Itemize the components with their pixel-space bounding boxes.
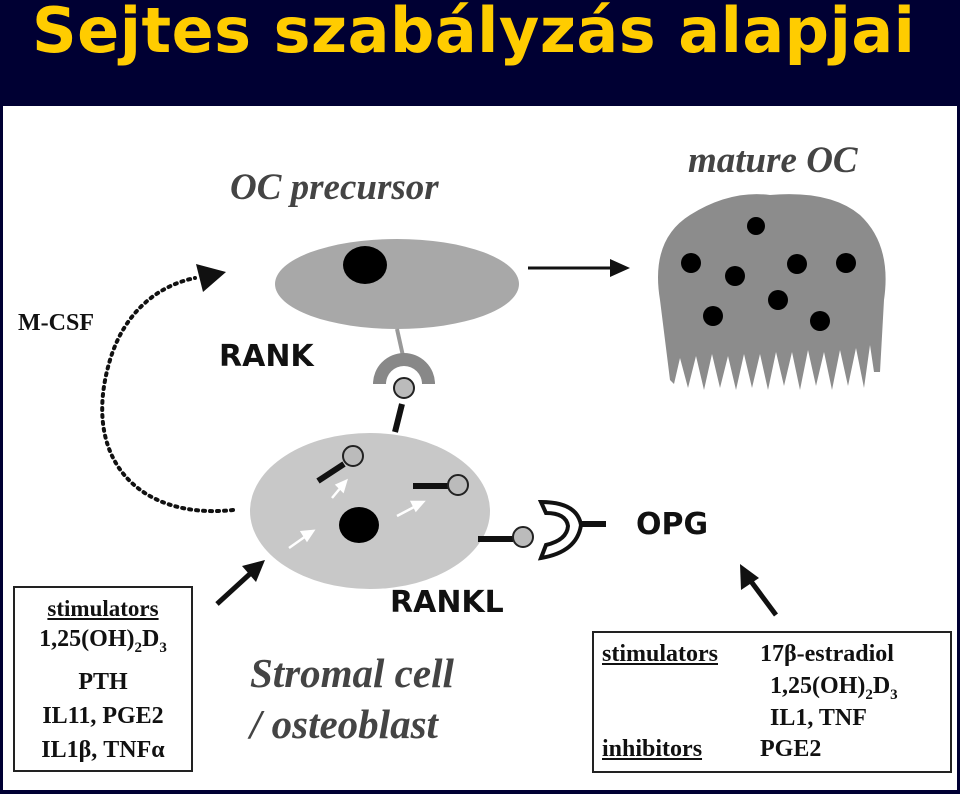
rankl-label: RANKL	[390, 585, 504, 620]
right-item-il1-tnf: IL1, TNF	[770, 705, 867, 731]
mature-oc-label: mature OC	[688, 140, 859, 181]
right-regulators-box: stimulators 17β-estradiol 1,25(OH)2D3 IL…	[592, 631, 952, 773]
left-stimulus-arrow	[215, 560, 265, 606]
right-vitd-d: D	[872, 673, 891, 699]
internal-arrows	[288, 478, 426, 550]
right-regulation-arrow	[740, 564, 779, 617]
right-item-pge2: PGE2	[760, 736, 822, 762]
left-item-il11: IL11, PGE2	[42, 702, 164, 729]
maturation-arrow	[528, 259, 630, 277]
oc-precursor-cell	[275, 239, 519, 329]
right-stimulators-header: stimulators	[602, 641, 718, 667]
rank-label: RANK	[219, 339, 315, 374]
mcsf-dotted-arrow	[100, 264, 235, 514]
mature-oc-cell	[658, 194, 886, 390]
left-item-vitd-text: 1,25(OH)	[39, 626, 135, 652]
mcsf-label: M-CSF	[18, 310, 94, 336]
right-item-vitd: 1,25(OH)2D3	[770, 673, 898, 704]
right-item-estradiol: 17β-estradiol	[760, 641, 894, 667]
right-inhibitors-header: inhibitors	[602, 736, 703, 762]
oc-precursor-label: OC precursor	[230, 167, 439, 208]
left-item-il1b: IL1β, TNFα	[41, 736, 165, 763]
stromal-nucleus	[339, 507, 379, 543]
precursor-nucleus	[343, 246, 387, 284]
rankl-molecules	[316, 445, 534, 548]
right-vitd-sub-2: 2	[865, 686, 873, 703]
right-item-vitd-text: 1,25(OH)	[770, 673, 866, 699]
slide-title: Sejtes szabályzás alapjai	[32, 0, 916, 67]
opg-label: OPG	[636, 507, 708, 542]
left-vitd-d: D	[141, 626, 160, 652]
stromal-cell-label: Stromal cell	[250, 650, 454, 696]
opg-receptor	[537, 499, 606, 561]
left-vitd-sub-2: 2	[134, 639, 142, 656]
right-vitd-sub-3: 3	[890, 686, 898, 703]
left-item-pth: PTH	[78, 668, 128, 695]
left-item-vitd: 1,25(OH)2D3	[15, 622, 191, 665]
osteoblast-label: / osteoblast	[247, 701, 440, 747]
rank-receptor	[373, 328, 435, 433]
left-vitd-sub-3: 3	[159, 639, 167, 656]
left-stimulators-box: stimulators 1,25(OH)2D3 PTH IL11, PGE2 I…	[13, 586, 193, 772]
left-stimulators-header: stimulators	[47, 596, 159, 621]
title-bar: Sejtes szabályzás alapjai	[0, 0, 960, 106]
